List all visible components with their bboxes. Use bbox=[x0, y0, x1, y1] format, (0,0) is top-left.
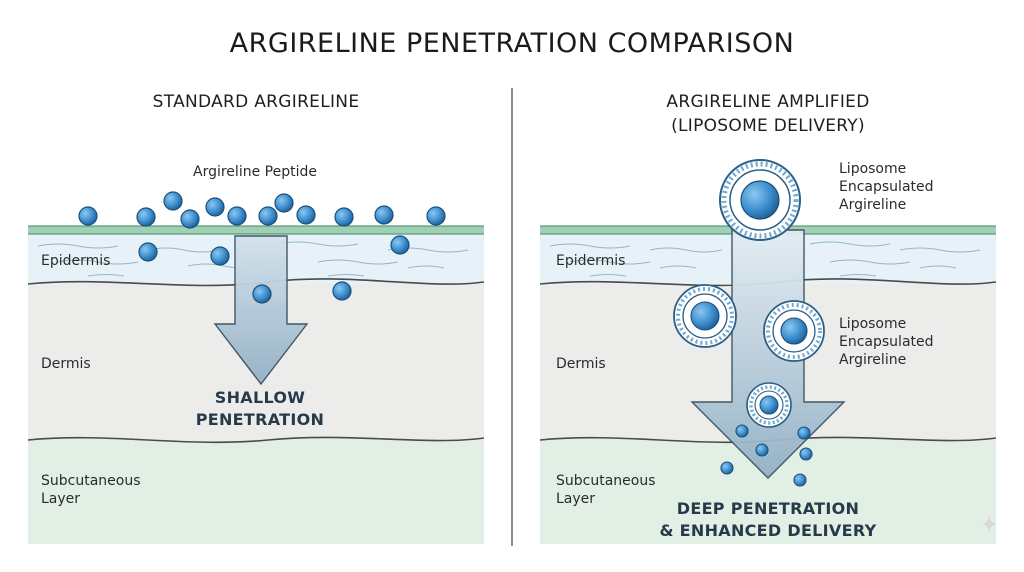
liposome-mid-line2: Encapsulated bbox=[839, 334, 934, 350]
deep-penetration-label: DEEP PENETRATION & ENHANCED DELIVERY bbox=[640, 498, 896, 542]
liposome-mid-line3: Argireline bbox=[839, 352, 907, 368]
released-peptides bbox=[720, 424, 813, 487]
peptide-dot bbox=[374, 205, 394, 225]
peptide-dot bbox=[426, 206, 446, 226]
deep-label-line2: & ENHANCED DELIVERY bbox=[659, 521, 877, 540]
sparkle-icon: ✦ bbox=[980, 513, 999, 538]
right-subcutaneous-line2: Layer bbox=[556, 491, 596, 507]
liposome-deep bbox=[746, 382, 792, 428]
left-dermis-label: Dermis bbox=[41, 356, 91, 372]
peptide-dot bbox=[205, 197, 225, 217]
epidermis-texture bbox=[37, 241, 469, 277]
liposome-mid-label: Liposome Encapsulated Argireline bbox=[839, 315, 934, 369]
deep-label-line1: DEEP PENETRATION bbox=[676, 499, 860, 518]
peptide-dot bbox=[755, 443, 769, 457]
right-epidermis-label: Epidermis bbox=[556, 253, 626, 269]
peptide-dot bbox=[227, 206, 247, 226]
right-skin-diagram bbox=[540, 159, 996, 544]
right-subcutaneous-label: Subcutaneous Layer bbox=[556, 472, 656, 508]
shallow-label-line1: SHALLOW bbox=[214, 388, 306, 407]
right-panel-title-line1: ARGIRELINE AMPLIFIED bbox=[666, 92, 870, 112]
peptide-dot bbox=[390, 235, 410, 255]
right-panel-title-line2: (LIPOSOME DELIVERY) bbox=[671, 116, 865, 136]
peptide-dot bbox=[163, 191, 183, 211]
right-panel-title: ARGIRELINE AMPLIFIED (LIPOSOME DELIVERY) bbox=[540, 90, 996, 138]
epidermis-texture bbox=[549, 241, 981, 277]
right-subcutaneous-line1: Subcutaneous bbox=[556, 473, 656, 489]
peptide-dot bbox=[797, 426, 811, 440]
subcutaneous-layer bbox=[28, 437, 484, 544]
peptide-dot bbox=[136, 207, 156, 227]
left-panel-title-text: STANDARD ARGIRELINE bbox=[152, 92, 360, 112]
left-panel-title: STANDARD ARGIRELINE bbox=[28, 90, 484, 114]
peptide-dot bbox=[180, 209, 200, 229]
peptide-dot bbox=[799, 447, 813, 461]
deep-penetration-arrow bbox=[690, 229, 846, 479]
liposome-top-label: Liposome Encapsulated Argireline bbox=[839, 160, 934, 214]
peptide-dot bbox=[793, 473, 807, 487]
peptide-dot bbox=[78, 206, 98, 226]
peptide-dot bbox=[735, 424, 749, 438]
right-dermis-label: Dermis bbox=[556, 356, 606, 372]
peptide-dot bbox=[720, 461, 734, 475]
left-subcutaneous-line1: Subcutaneous bbox=[41, 473, 141, 489]
liposome-top-line3: Argireline bbox=[839, 197, 907, 213]
shallow-penetration-label: SHALLOW PENETRATION bbox=[170, 387, 350, 431]
peptide-dot bbox=[296, 205, 316, 225]
liposome-mid-left bbox=[673, 284, 737, 348]
liposome-top-line1: Liposome bbox=[839, 161, 907, 177]
left-subcutaneous-line2: Layer bbox=[41, 491, 81, 507]
liposome-top-line2: Encapsulated bbox=[839, 179, 934, 195]
shallow-penetration-arrow bbox=[213, 235, 309, 386]
peptide-dot bbox=[252, 284, 272, 304]
peptide-dot bbox=[332, 281, 352, 301]
peptide-dot bbox=[334, 207, 354, 227]
liposome-mid-line1: Liposome bbox=[839, 316, 907, 332]
subcutaneous-layer bbox=[540, 437, 996, 544]
left-epidermis-label: Epidermis bbox=[41, 253, 111, 269]
peptide-molecules bbox=[78, 191, 446, 304]
peptide-dot bbox=[258, 206, 278, 226]
liposome-top bbox=[719, 159, 801, 241]
peptide-dot bbox=[210, 246, 230, 266]
liposome-mid-right bbox=[763, 300, 825, 362]
peptide-dot bbox=[274, 193, 294, 213]
shallow-label-line2: PENETRATION bbox=[195, 410, 325, 429]
peptide-dot bbox=[138, 242, 158, 262]
left-subcutaneous-label: Subcutaneous Layer bbox=[41, 472, 141, 508]
skin-surface bbox=[28, 226, 484, 234]
left-skin-diagram bbox=[28, 191, 484, 544]
diagram-title: ARGIRELINE PENETRATION COMPARISON bbox=[229, 28, 795, 59]
peptide-label: Argireline Peptide bbox=[193, 164, 317, 180]
panel-divider bbox=[511, 88, 513, 546]
